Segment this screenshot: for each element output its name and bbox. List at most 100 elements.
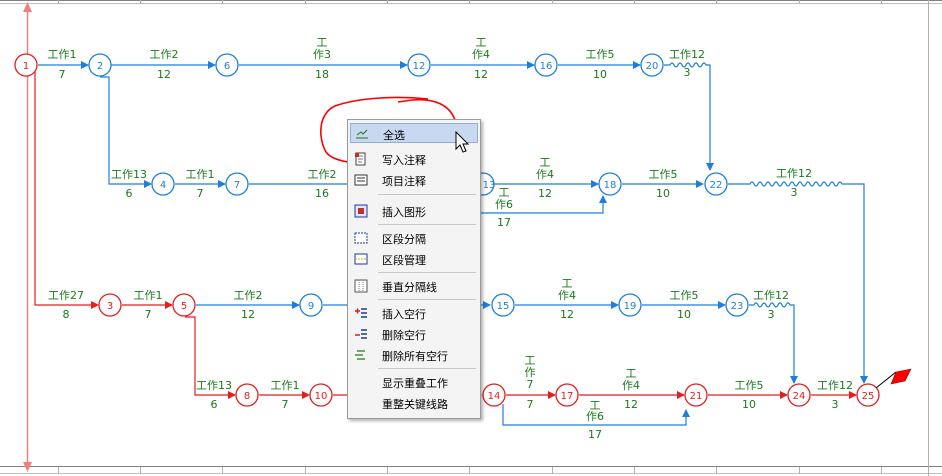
nodes[interactable]: 1 2 6 12 16 20 4 7 13 18 22 3 5 9 15 19 … [14,53,880,407]
section-manage-icon [354,253,368,265]
svg-text:9: 9 [308,301,314,312]
menu-item-label: 删除所有空行 [382,350,448,363]
node-1: 1 [14,53,38,77]
menu-item-delete-row[interactable]: 删除空行 [350,324,478,344]
node-9: 9 [299,293,323,317]
menu-item-label: 全选 [383,129,405,142]
label: 作3 [313,48,331,61]
svg-text:20: 20 [646,61,659,72]
node-7: 7 [225,172,249,196]
label: 作6 [495,198,513,211]
menu-item-label: 显示重叠工作 [382,377,448,390]
svg-text:10: 10 [315,391,328,402]
label: 12 [624,398,638,411]
node-16: 16 [534,53,558,77]
menu-separator [378,299,476,300]
menu-item-insert-graphic[interactable]: 插入图形 [350,201,478,221]
write-note-icon [355,152,366,166]
label: 作4 [472,48,490,61]
label: 工 [590,399,601,412]
label: 工 [525,354,536,367]
menu-item-write-note[interactable]: 写入注释 [350,149,478,169]
time-cursor-line[interactable] [23,2,32,472]
menu-item-vertical-separator[interactable]: 垂直分隔线 [350,276,478,296]
svg-text:15: 15 [497,301,510,312]
node-14: 14 [482,383,506,407]
context-menu: 全选 写入注释 项目注释 插入图形 区段分隔 区段管理 垂直分隔线 插入空行 删… [347,119,481,419]
label: 工 [499,186,510,199]
menu-item-label: 区段分隔 [382,233,426,246]
svg-text:23: 23 [731,301,744,312]
node-23: 23 [725,293,749,317]
menu-item-label: 插入图形 [382,206,426,219]
arrow-5-8 [185,316,236,399]
menu-item-delete-all-rows[interactable]: 删除所有空行 [350,345,478,365]
node-5: 5 [172,293,196,317]
label: 6 [211,398,218,411]
menu-item-label: 项目注释 [382,175,426,188]
menu-item-select-all[interactable]: 全选 [350,123,478,143]
label: 7 [59,68,66,81]
svg-text:12: 12 [413,61,426,72]
svg-text:14: 14 [488,391,501,402]
label: 作6 [586,410,604,423]
menu-separator [378,272,476,273]
select-all-icon [356,129,368,139]
arrow-20-22 [664,62,714,171]
menu-item-label: 插入空行 [382,308,426,321]
label: 7 [145,308,152,321]
delete-row-icon [355,329,367,339]
label: 工 [317,36,328,49]
svg-text:25: 25 [862,391,875,402]
svg-text:13: 13 [483,180,496,191]
label: 3 [684,66,691,79]
arrows[interactable] [34,61,868,426]
svg-text:3: 3 [107,301,113,312]
menu-item-section-separator[interactable]: 区段分隔 [350,228,478,248]
menu-item-project-note[interactable]: 项目注释 [350,170,478,190]
vertical-separator-icon [354,279,368,293]
menu-item-insert-row[interactable]: 插入空行 [350,303,478,323]
svg-text:19: 19 [624,301,637,312]
svg-text:24: 24 [793,391,806,402]
node-15: 15 [491,293,515,317]
label: 工作27 [48,289,84,302]
node-17: 17 [555,383,579,407]
menu-item-section-manage[interactable]: 区段管理 [350,249,478,269]
label: 10 [742,398,756,411]
label: 工作13 [111,168,147,181]
node-12: 12 [407,53,431,77]
label: 工 [626,367,637,380]
label: 工作1 [134,289,163,302]
menu-item-show-overlap[interactable]: 显示重叠工作 [350,372,478,392]
label: 工作5 [735,379,764,392]
node-8: 8 [235,383,259,407]
label: 12 [241,308,255,321]
finish-flag-icon [875,368,912,389]
label: 17 [588,428,602,441]
svg-text:16: 16 [540,61,553,72]
label: 12 [560,308,574,321]
node-21: 21 [684,383,708,407]
menu-item-rebuild-critical-path[interactable]: 重整关键线路 [350,393,478,413]
label: 7 [282,398,289,411]
node-24: 24 [787,383,811,407]
arrow-1-3 [34,72,99,309]
label: 工作12 [776,167,812,180]
arrow-13-18-wavy [480,195,607,214]
label: 作4 [622,379,640,392]
label: 8 [63,308,70,321]
section-separator-icon [354,232,368,244]
svg-text:6: 6 [224,61,230,72]
menu-item-label: 垂直分隔线 [382,281,437,294]
delete-all-rows-icon [355,350,365,360]
node-18: 18 [598,172,622,196]
insert-row-icon [355,308,367,318]
label: 工作13 [196,379,232,392]
svg-text:7: 7 [234,180,240,191]
label: 6 [126,187,133,200]
menu-separator [378,368,476,369]
label: 7 [527,398,534,411]
